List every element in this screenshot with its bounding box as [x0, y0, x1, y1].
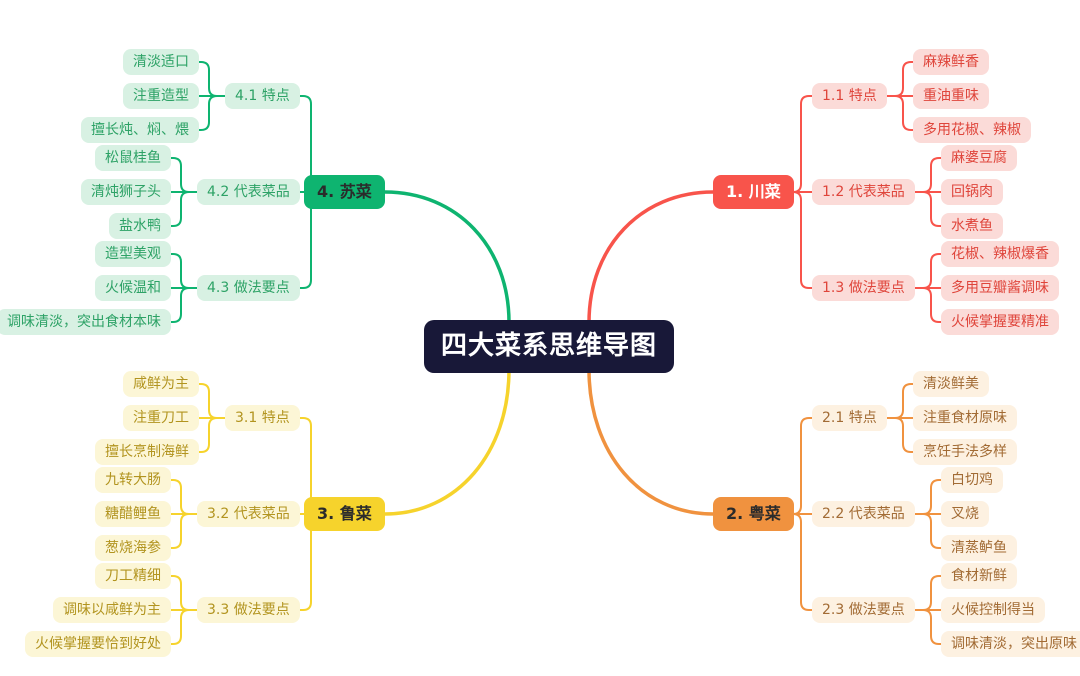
connector-line: [914, 191, 942, 227]
connector-line: [914, 253, 942, 289]
leaf-node-1-1-1[interactable]: 麻辣鲜香: [913, 48, 989, 76]
leaf-node-2-1-1[interactable]: 清淡鲜美: [913, 370, 989, 398]
connector-line: [886, 383, 914, 419]
sub-topic-node-2-2[interactable]: 2.2 代表菜品: [812, 500, 915, 528]
leaf-node-4-2-2[interactable]: 清炖狮子头: [81, 178, 171, 206]
sub-topic-node-4-3[interactable]: 4.3 做法要点: [197, 274, 300, 302]
leaf-node-2-2-2[interactable]: 叉烧: [941, 500, 989, 528]
connector-line: [914, 287, 942, 323]
leaf-node-4-3-3[interactable]: 调味清淡，突出食材本味: [0, 308, 171, 336]
leaf-node-1-2-1[interactable]: 麻婆豆腐: [941, 144, 1017, 172]
leaf-node-4-1-3[interactable]: 擅长炖、焖、煨: [81, 116, 199, 144]
connector-line: [792, 513, 813, 611]
leaf-node-1-3-3[interactable]: 火候掌握要精准: [941, 308, 1059, 336]
connector-line: [914, 157, 942, 193]
connector-line: [170, 575, 198, 611]
branch-node-3[interactable]: 3. 鲁菜: [304, 497, 385, 531]
connector-line: [170, 253, 198, 289]
leaf-node-4-2-1[interactable]: 松鼠桂鱼: [95, 144, 171, 172]
leaf-node-2-2-1[interactable]: 白切鸡: [941, 466, 1003, 494]
leaf-node-3-1-1[interactable]: 咸鲜为主: [123, 370, 199, 398]
leaf-node-4-2-3[interactable]: 盐水鸭: [109, 212, 171, 240]
connector-line: [914, 575, 942, 611]
connector-line: [170, 609, 198, 645]
connector-line: [383, 367, 511, 516]
leaf-node-3-1-2[interactable]: 注重刀工: [123, 404, 199, 432]
leaf-node-3-2-2[interactable]: 糖醋鲤鱼: [95, 500, 171, 528]
sub-topic-node-2-1[interactable]: 2.1 特点: [812, 404, 887, 432]
connector-line: [886, 61, 914, 97]
leaf-node-2-1-2[interactable]: 注重食材原味: [913, 404, 1017, 432]
leaf-node-3-3-1[interactable]: 刀工精细: [95, 562, 171, 590]
leaf-node-2-2-3[interactable]: 清蒸鲈鱼: [941, 534, 1017, 562]
connector-line: [170, 513, 198, 549]
leaf-node-2-3-3[interactable]: 调味清淡，突出原味: [941, 630, 1080, 658]
sub-topic-node-1-1[interactable]: 1.1 特点: [812, 82, 887, 110]
connector-line: [886, 417, 914, 453]
connector-line: [198, 95, 226, 131]
branch-node-2[interactable]: 2. 粤菜: [713, 497, 794, 531]
sub-topic-node-1-3[interactable]: 1.3 做法要点: [812, 274, 915, 302]
sub-topic-node-2-3[interactable]: 2.3 做法要点: [812, 596, 915, 624]
connector-line: [792, 95, 813, 193]
connector-line: [170, 479, 198, 515]
sub-topic-node-4-1[interactable]: 4.1 特点: [225, 82, 300, 110]
leaf-node-1-1-3[interactable]: 多用花椒、辣椒: [913, 116, 1031, 144]
leaf-node-1-3-2[interactable]: 多用豆瓣酱调味: [941, 274, 1059, 302]
branch-node-4[interactable]: 4. 苏菜: [304, 175, 385, 209]
connector-line: [170, 157, 198, 193]
connector-line: [792, 191, 813, 289]
leaf-node-1-2-3[interactable]: 水煮鱼: [941, 212, 1003, 240]
leaf-node-4-1-2[interactable]: 注重造型: [123, 82, 199, 110]
center-node[interactable]: 四大菜系思维导图: [424, 319, 675, 373]
connector-line: [587, 367, 715, 516]
sub-topic-node-3-3[interactable]: 3.3 做法要点: [197, 596, 300, 624]
leaf-node-3-3-2[interactable]: 调味以咸鲜为主: [53, 596, 171, 624]
connector-line: [914, 513, 942, 549]
leaf-node-3-1-3[interactable]: 擅长烹制海鲜: [95, 438, 199, 466]
connector-line: [886, 95, 914, 131]
connector-line: [198, 383, 226, 419]
connector-line: [383, 190, 511, 325]
sub-topic-node-1-2[interactable]: 1.2 代表菜品: [812, 178, 915, 206]
leaf-node-2-1-3[interactable]: 烹饪手法多样: [913, 438, 1017, 466]
leaf-node-3-2-3[interactable]: 葱烧海参: [95, 534, 171, 562]
sub-topic-node-3-1[interactable]: 3.1 特点: [225, 404, 300, 432]
connector-line: [170, 191, 198, 227]
connector-line: [914, 609, 942, 645]
connector-line: [198, 417, 226, 453]
connector-line: [198, 61, 226, 97]
connector-line: [587, 190, 715, 325]
connector-line: [792, 417, 813, 515]
leaf-node-1-3-1[interactable]: 花椒、辣椒爆香: [941, 240, 1059, 268]
leaf-node-4-3-1[interactable]: 造型美观: [95, 240, 171, 268]
leaf-node-3-2-1[interactable]: 九转大肠: [95, 466, 171, 494]
sub-topic-node-3-2[interactable]: 3.2 代表菜品: [197, 500, 300, 528]
leaf-node-1-2-2[interactable]: 回锅肉: [941, 178, 1003, 206]
sub-topic-node-4-2[interactable]: 4.2 代表菜品: [197, 178, 300, 206]
leaf-node-4-1-1[interactable]: 清淡适口: [123, 48, 199, 76]
connector-line: [170, 287, 198, 323]
leaf-node-4-3-2[interactable]: 火候温和: [95, 274, 171, 302]
leaf-node-1-1-2[interactable]: 重油重味: [913, 82, 989, 110]
branch-node-1[interactable]: 1. 川菜: [713, 175, 794, 209]
leaf-node-2-3-1[interactable]: 食材新鲜: [941, 562, 1017, 590]
leaf-node-2-3-2[interactable]: 火候控制得当: [941, 596, 1045, 624]
connector-line: [914, 479, 942, 515]
leaf-node-3-3-3[interactable]: 火候掌握要恰到好处: [25, 630, 171, 658]
